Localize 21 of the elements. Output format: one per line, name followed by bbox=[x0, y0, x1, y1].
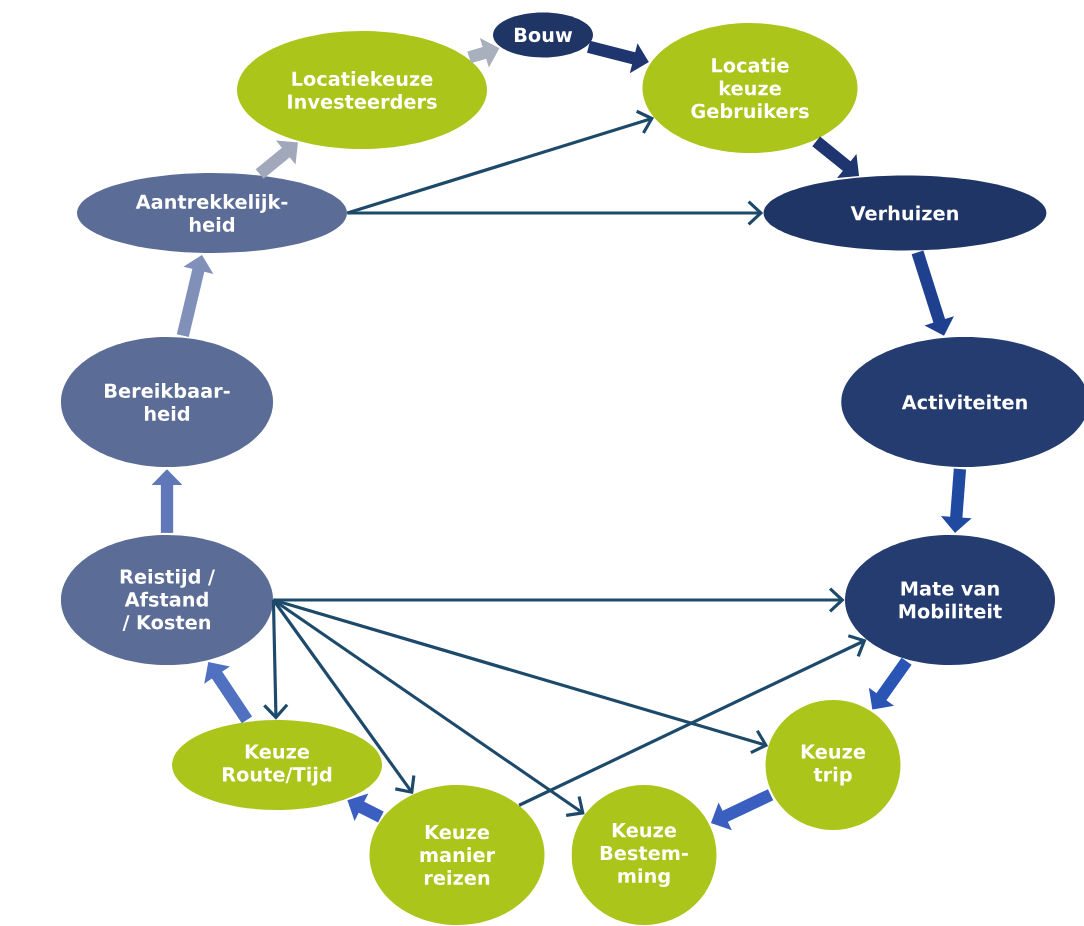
arrow bbox=[263, 599, 289, 720]
ellipse-node: Verhuizen bbox=[763, 175, 1047, 251]
arrow bbox=[518, 634, 867, 807]
ellipse-node: Mate van Mobiliteit bbox=[845, 535, 1055, 665]
arrow bbox=[273, 598, 769, 755]
arrow bbox=[273, 587, 845, 613]
ellipse-node: Keuze Bestem-ming bbox=[571, 785, 717, 925]
ellipse-node: Locatie keuze Gebruikers bbox=[642, 23, 858, 153]
arrow bbox=[347, 200, 764, 226]
ellipse-node: Aantrekkelijk-heid bbox=[77, 173, 347, 253]
ellipse-node: Bereikbaar-heid bbox=[60, 337, 274, 467]
block-arrow bbox=[711, 789, 774, 831]
ellipse-node: Keuze manier reizen bbox=[369, 785, 545, 925]
ellipse-node: Locatiekeuze Investeerders bbox=[237, 31, 487, 149]
ellipse-node: Keuze trip bbox=[765, 700, 901, 830]
ellipse-node: Reistijd / Afstand / Kosten bbox=[60, 535, 274, 665]
ellipse-node: Keuze Route/Tijd bbox=[172, 720, 382, 810]
block-arrow bbox=[911, 250, 954, 336]
block-arrow bbox=[204, 662, 253, 724]
ellipse-node: Bouw bbox=[493, 12, 593, 58]
block-arrow bbox=[255, 140, 298, 179]
